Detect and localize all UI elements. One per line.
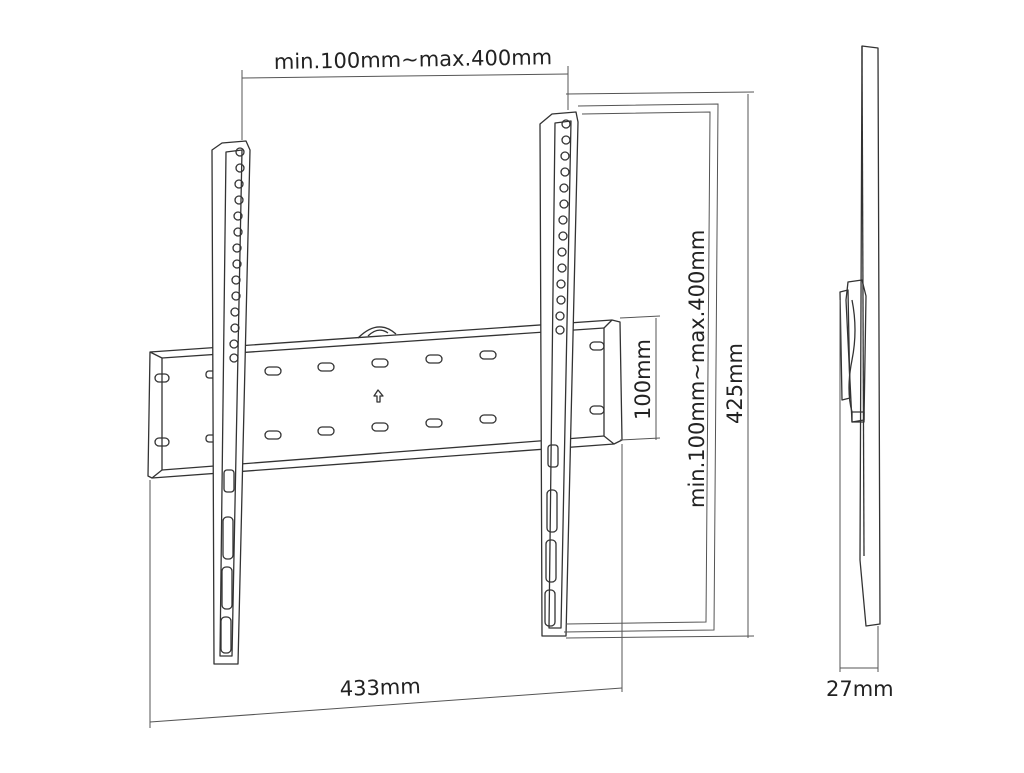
top-width-label: min.100mm~max.400mm [274, 45, 553, 74]
bottom-width-label: 433mm [339, 674, 421, 701]
side-view [839, 45, 881, 627]
arm-height-label: 100mm [631, 339, 655, 420]
total-height-label: 425mm [723, 343, 747, 424]
left-vertical-arm [211, 140, 251, 665]
plate-slots-bottom [154, 405, 605, 447]
right-height-label: min.100mm~max.400mm [685, 230, 709, 508]
right-vertical-arm [539, 111, 579, 637]
up-arrow-icon [373, 389, 384, 403]
dimension-lines [149, 66, 879, 728]
plate-slots-top [154, 341, 605, 383]
depth-label: 27mm [826, 677, 894, 701]
